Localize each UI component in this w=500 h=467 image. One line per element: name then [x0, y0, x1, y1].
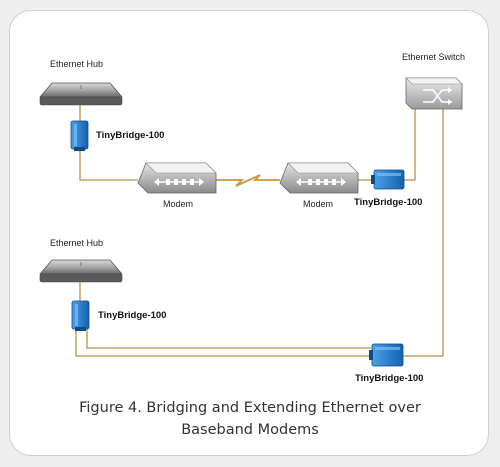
label-tinybridge-2: TinyBridge-100	[354, 197, 422, 208]
label-tinybridge-3: TinyBridge-100	[98, 310, 166, 321]
cable-switch-bridge4	[403, 109, 444, 357]
caption-line-1: Figure 4. Bridging and Extending Etherne…	[79, 400, 421, 416]
ethernet-hub-2	[39, 259, 123, 283]
modem-link	[215, 174, 280, 187]
tinybridge-1	[70, 120, 89, 151]
ethernet-hub-1	[39, 82, 123, 106]
tinybridge-4	[369, 343, 404, 367]
ethernet-switch	[405, 77, 463, 110]
label-modem-2: Modem	[303, 199, 333, 209]
cable-bridge2-switch	[404, 109, 416, 181]
label-tinybridge-4: TinyBridge-100	[355, 373, 423, 384]
figure-card: Ethernet Hub Ethernet Hub Ethernet Switc…	[9, 10, 489, 456]
caption-line-2: Baseband Modems	[181, 422, 319, 438]
network-diagram: Ethernet Hub Ethernet Hub Ethernet Switc…	[39, 52, 465, 384]
label-hub-2: Ethernet Hub	[50, 238, 103, 248]
tinybridge-3	[71, 300, 90, 331]
label-tinybridge-1: TinyBridge-100	[96, 130, 164, 141]
cable-bridge1-modem1	[79, 149, 138, 181]
tinybridge-2	[371, 169, 405, 190]
modem-1	[137, 162, 217, 194]
label-modem-1: Modem	[163, 199, 193, 209]
label-switch: Ethernet Switch	[402, 52, 465, 62]
cable-bridge3-bridge4	[75, 329, 371, 357]
modem-2	[279, 162, 359, 194]
figure-caption: Figure 4. Bridging and Extending Etherne…	[10, 397, 488, 441]
label-hub-1: Ethernet Hub	[50, 59, 103, 69]
cable-bridge3-bridge4-b	[86, 329, 371, 349]
